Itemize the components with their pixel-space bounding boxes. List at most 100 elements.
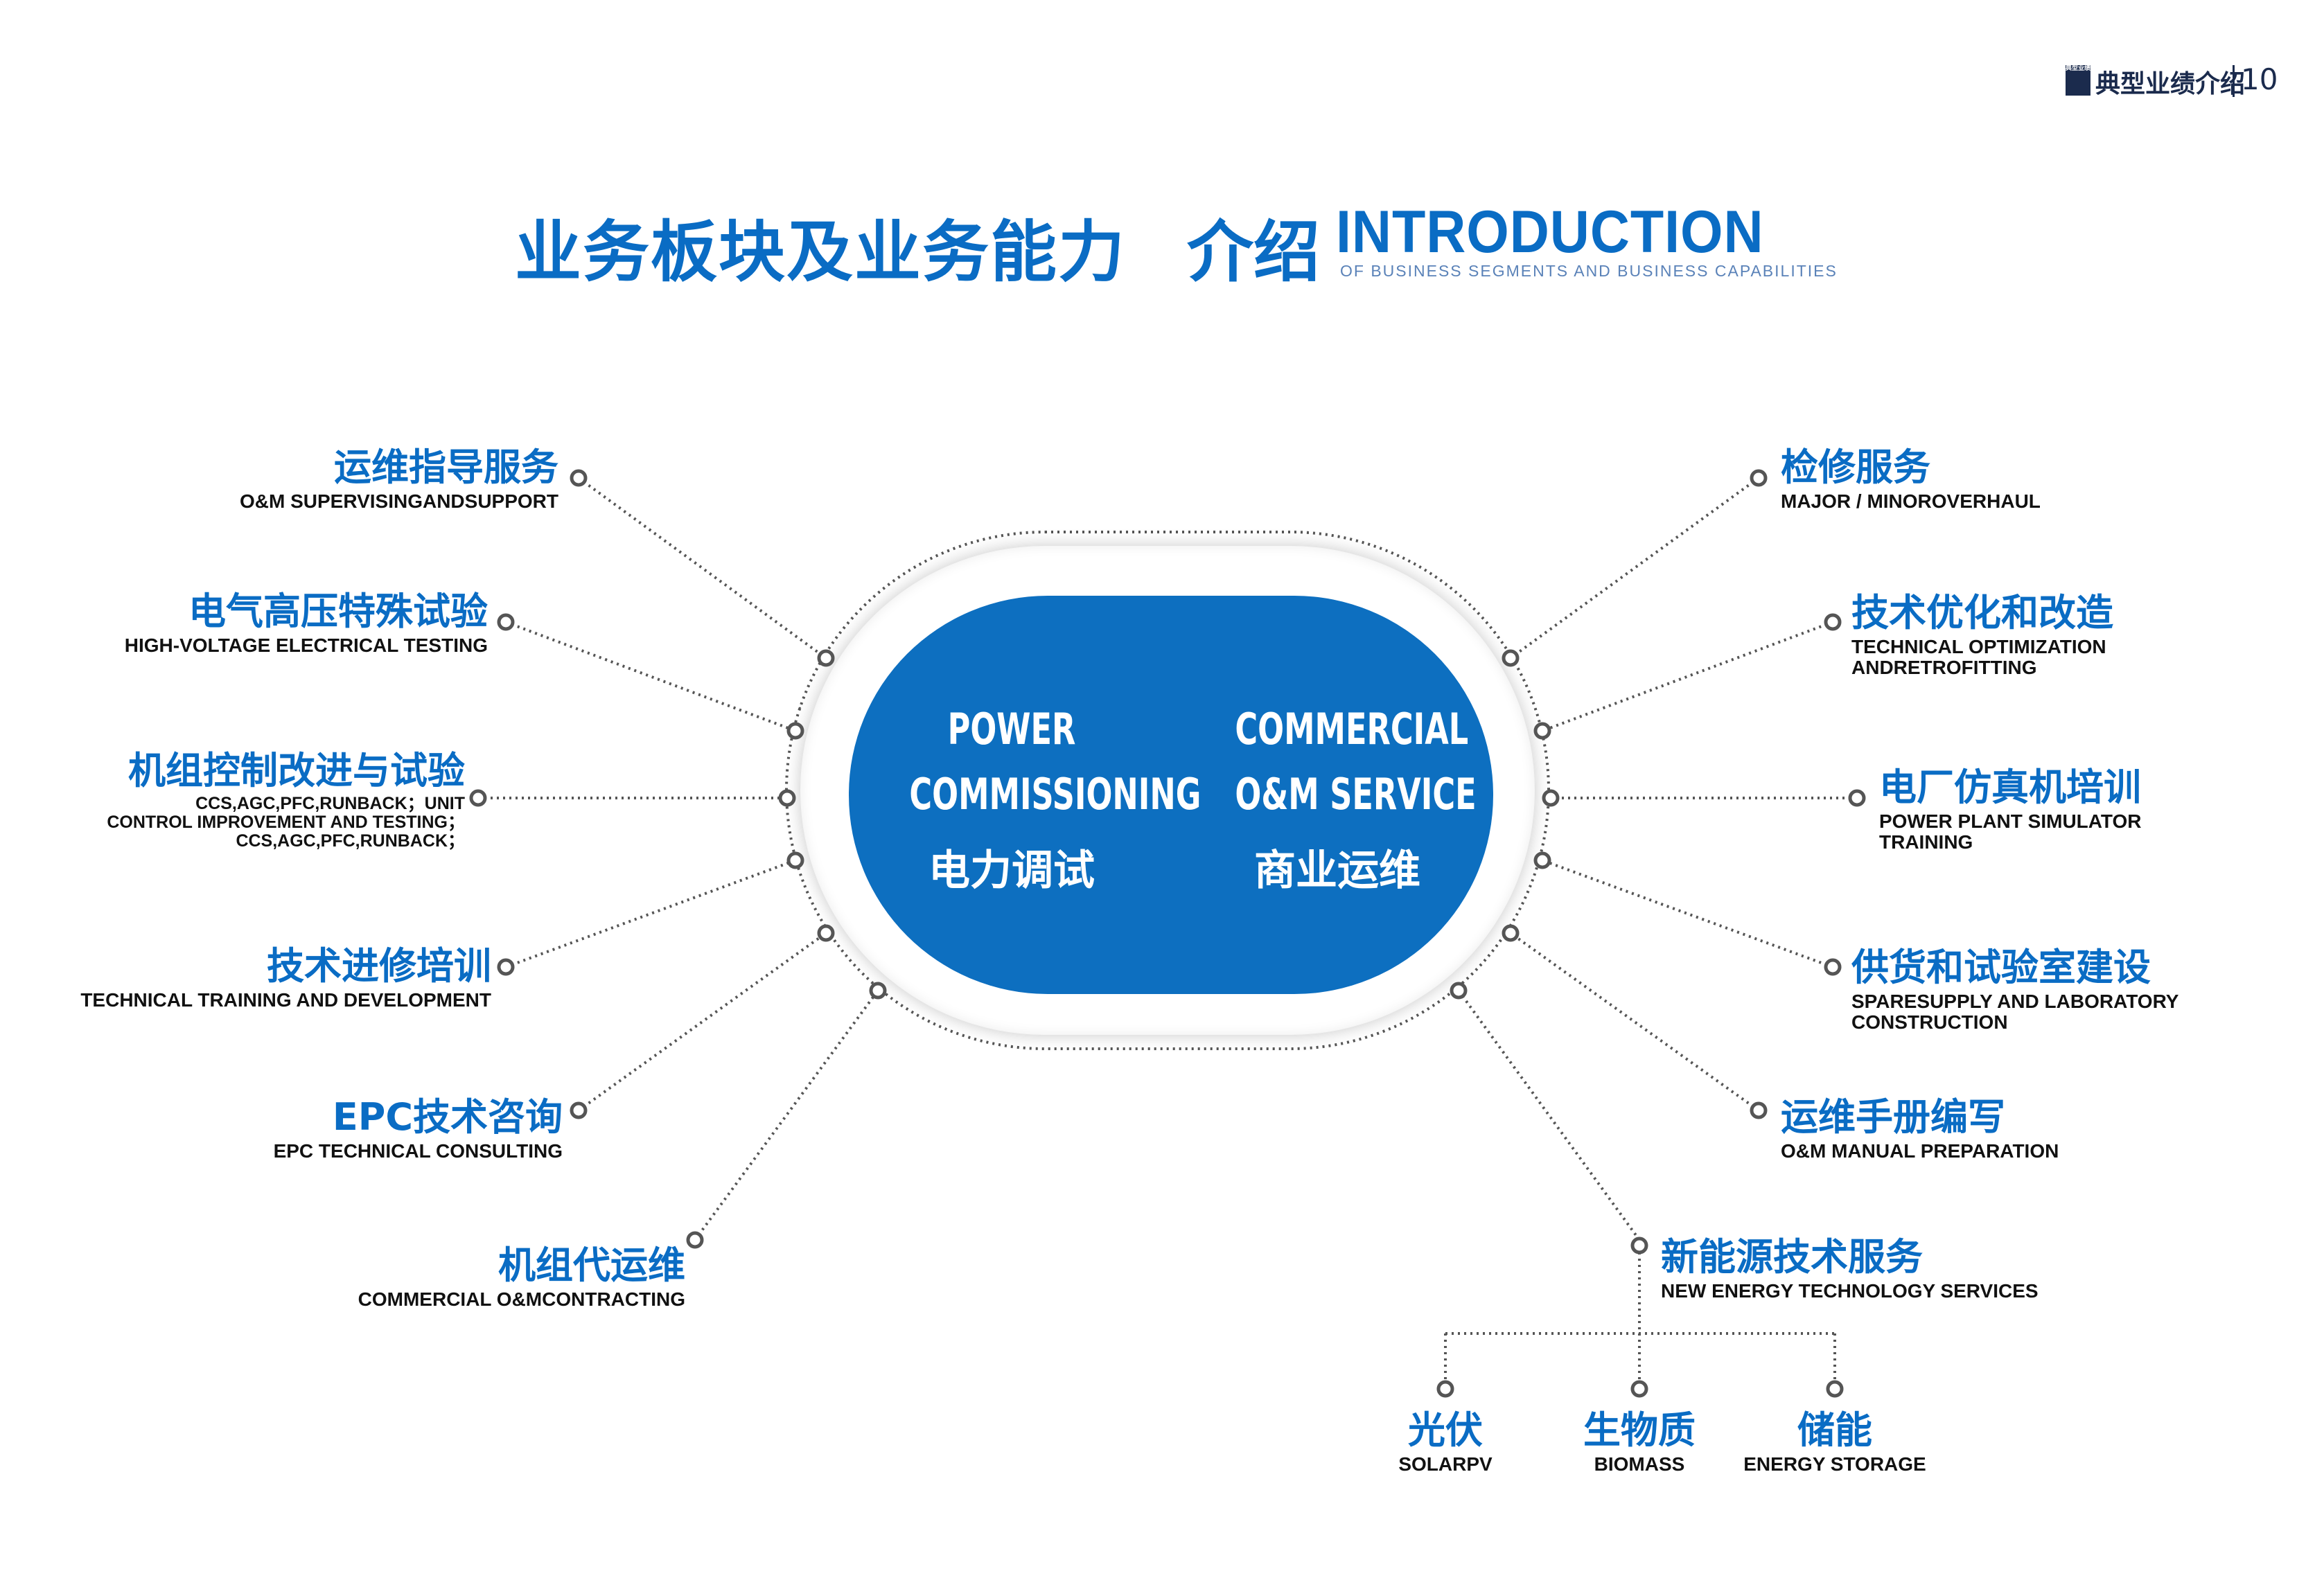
right-item-6: 新能源技术服务 NEW ENERGY TECHNOLOGY SERVICES <box>1661 1226 2039 1302</box>
connector-right-6 <box>1457 989 1641 1241</box>
node-right-5 <box>1750 1101 1768 1119</box>
connector-right-1 <box>1509 477 1760 659</box>
right-item-5: 运维手册编写 O&M MANUAL PREPARATION <box>1781 1086 2059 1162</box>
sub-item-biomass-en: BIOMASS <box>1594 1453 1685 1475</box>
left-item-5-zh: EPC技术咨询 <box>332 1095 563 1139</box>
right-item-5-zh: 运维手册编写 <box>1781 1095 2005 1139</box>
left-item-3-en-3: CCS,AGC,PFC,RUNBACK； <box>236 831 465 851</box>
page-number: 10 <box>2241 62 2278 96</box>
left-item-2-zh: 电气高压特殊试验 <box>188 589 488 633</box>
node-left-4 <box>497 958 515 976</box>
right-item-3: 电厂仿真机培训 POWER PLANT SIMULATOR TRAINING <box>1879 756 2142 853</box>
page-subtitle-en: OF BUSINESS SEGMENTS AND BUSINESS CAPABI… <box>1340 262 1838 280</box>
node-left-2 <box>497 613 515 631</box>
header-divider <box>2233 65 2235 97</box>
inner-node-right-6 <box>1450 982 1468 1000</box>
node-right-1 <box>1750 469 1768 487</box>
right-item-5-en: O&M MANUAL PREPARATION <box>1781 1140 2059 1162</box>
inner-node-right-3 <box>1542 789 1560 807</box>
center-left-en-2: COMMISSIONING <box>909 769 1201 819</box>
sub-item-biomass-zh: 生物质 <box>1583 1408 1696 1452</box>
connector-left-6 <box>694 989 879 1241</box>
connector-left-1 <box>577 477 827 659</box>
center-left-en-1: POWER <box>947 704 1076 754</box>
inner-node-left-3 <box>778 789 796 807</box>
page-title-intro: 介绍 <box>1187 213 1320 291</box>
header-title: 典型业绩介绍 <box>2095 70 2246 98</box>
connector-left-2 <box>505 621 796 732</box>
left-item-1-zh: 运维指导服务 <box>334 445 558 489</box>
right-item-1-en: MAJOR / MINOROVERHAUL <box>1781 490 2041 512</box>
right-item-2-en-1: TECHNICAL OPTIMIZATION <box>1851 636 2106 657</box>
inner-node-left-1 <box>817 649 835 667</box>
node-right-2 <box>1824 613 1842 631</box>
right-item-3-en-2: TRAINING <box>1879 831 1973 853</box>
connector-left-5 <box>577 932 827 1112</box>
sub-item-solar: 光伏 SOLARPV <box>1341 1399 1549 1475</box>
sub-item-storage: 储能 ENERGY STORAGE <box>1717 1399 1953 1475</box>
connector-right-2 <box>1542 621 1833 732</box>
right-item-3-en-1: POWER PLANT SIMULATOR <box>1879 810 2142 832</box>
right-item-4-en-2: CONSTRUCTION <box>1851 1011 2008 1033</box>
sub-item-storage-zh: 储能 <box>1797 1408 1872 1452</box>
left-item-3-zh: 机组控制改进与试验 <box>128 749 465 792</box>
right-item-4: 供货和试验室建设 SPARESUPPLY AND LABORATORY CONS… <box>1851 937 2178 1033</box>
left-item-5-en: EPC TECHNICAL CONSULTING <box>273 1140 563 1162</box>
right-item-1: 检修服务 MAJOR / MINOROVERHAUL <box>1781 436 2041 512</box>
inner-node-right-1 <box>1502 649 1520 667</box>
node-right-4 <box>1824 958 1842 976</box>
node-storage <box>1826 1380 1844 1398</box>
right-item-6-en: NEW ENERGY TECHNOLOGY SERVICES <box>1661 1280 2039 1302</box>
node-right-3 <box>1848 789 1866 807</box>
connector-left-4 <box>505 859 796 968</box>
sub-item-storage-en: ENERGY STORAGE <box>1743 1453 1926 1475</box>
right-item-4-en-1: SPARESUPPLY AND LABORATORY <box>1851 991 2179 1012</box>
inner-node-right-2 <box>1533 722 1551 740</box>
left-item-3-en-1: CCS,AGC,PFC,RUNBACK；UNIT <box>195 794 465 813</box>
right-item-1-zh: 检修服务 <box>1781 445 1930 489</box>
node-left-3 <box>469 789 487 807</box>
left-item-5: EPC技术咨询 EPC TECHNICAL CONSULTING <box>274 1086 563 1162</box>
inner-node-left-5 <box>817 924 835 942</box>
node-left-1 <box>570 469 588 487</box>
left-item-3-en-2: CONTROL IMPROVEMENT AND TESTING； <box>107 813 465 832</box>
left-item-6: 机组代运维 COMMERCIAL O&MCONTRACTING <box>358 1234 685 1310</box>
node-left-6 <box>686 1231 704 1249</box>
outer-dotted-ring <box>785 531 1550 1050</box>
inner-node-left-6 <box>869 982 887 1000</box>
left-item-4: 技术进修培训 TECHNICAL TRAINING AND DEVELOPMEN… <box>80 935 491 1011</box>
connector-right-4 <box>1542 859 1833 968</box>
page-title-en: INTRODUCTION <box>1336 199 1764 265</box>
inner-node-right-4 <box>1533 851 1551 869</box>
node-solar <box>1436 1380 1454 1398</box>
connector-right-5 <box>1509 932 1760 1112</box>
right-item-6-zh: 新能源技术服务 <box>1661 1235 1923 1279</box>
right-item-2-en-2: ANDRETROFITTING <box>1851 657 2037 678</box>
right-item-2-zh: 技术优化和改造 <box>1851 591 2113 635</box>
inner-node-left-4 <box>786 851 804 869</box>
node-biomass <box>1630 1380 1648 1398</box>
node-left-5 <box>570 1101 588 1119</box>
right-item-3-zh: 电厂仿真机培训 <box>1879 765 2141 809</box>
left-item-2: 电气高压特殊试验 HIGH-VOLTAGE ELECTRICAL TESTING <box>125 580 488 656</box>
header-logo-mark: 典型业绩 <box>2066 65 2090 96</box>
right-item-4-zh: 供货和试验室建设 <box>1851 946 2151 989</box>
sub-item-solar-en: SOLARPV <box>1398 1453 1493 1475</box>
node-right-6 <box>1630 1236 1648 1254</box>
left-item-1: 运维指导服务 O&M SUPERVISINGANDSUPPORT <box>240 436 558 512</box>
center-right-zh: 商业运维 <box>1254 846 1420 895</box>
sub-item-solar-zh: 光伏 <box>1408 1408 1483 1452</box>
left-item-4-zh: 技术进修培训 <box>267 944 491 988</box>
center-right-en-1: COMMERCIAL <box>1235 704 1469 754</box>
center-right-en-2: O&M SERVICE <box>1235 769 1477 819</box>
sub-item-biomass: 生物质 BIOMASS <box>1535 1399 1743 1475</box>
center-left-zh: 电力调试 <box>928 846 1095 895</box>
left-item-4-en: TECHNICAL TRAINING AND DEVELOPMENT <box>80 989 491 1011</box>
page-title-zh: 业务板块及业务能力 <box>515 213 1126 291</box>
center-pill <box>849 596 1493 994</box>
left-item-2-en: HIGH-VOLTAGE ELECTRICAL TESTING <box>124 635 488 656</box>
inner-node-left-2 <box>786 722 804 740</box>
left-item-3: 机组控制改进与试验 CCS,AGC,PFC,RUNBACK；UNIT CONTR… <box>107 740 465 851</box>
